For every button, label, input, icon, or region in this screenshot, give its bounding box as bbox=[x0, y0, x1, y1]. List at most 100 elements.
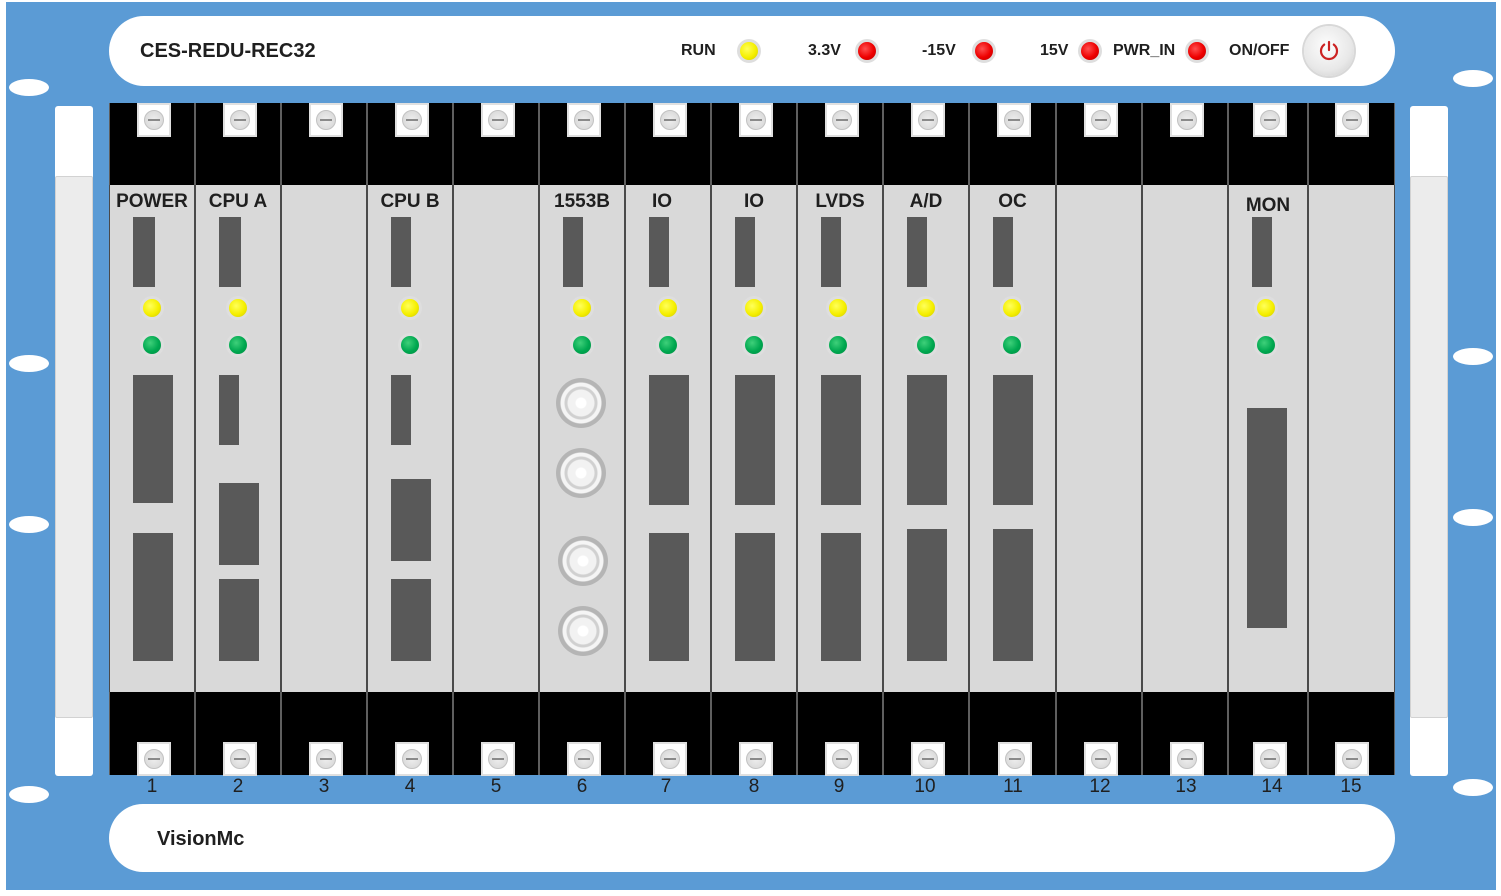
connector bbox=[993, 529, 1033, 661]
mount-hole bbox=[1453, 509, 1493, 526]
coax-connector-icon bbox=[556, 378, 606, 428]
slot-number: 11 bbox=[1003, 776, 1023, 797]
mount-hole bbox=[1453, 779, 1493, 796]
screw-icon bbox=[1253, 742, 1287, 776]
on-off-label: ON/OFF bbox=[1229, 42, 1290, 59]
slot-9-lvds[interactable]: LVDS bbox=[797, 103, 883, 776]
screw-icon bbox=[567, 103, 601, 137]
v33-led bbox=[855, 39, 879, 63]
screw-icon bbox=[309, 103, 343, 137]
slot-number: 5 bbox=[490, 776, 502, 797]
slot-6-1553b[interactable]: 1553B bbox=[539, 103, 625, 776]
status-led-green bbox=[656, 333, 680, 357]
connector bbox=[649, 375, 689, 505]
v15-label: 15V bbox=[1040, 42, 1069, 59]
screw-icon bbox=[825, 103, 859, 137]
slot-8-io[interactable]: IO bbox=[711, 103, 797, 776]
mount-hole bbox=[9, 355, 49, 372]
connector bbox=[649, 217, 669, 287]
status-led-yellow bbox=[398, 296, 422, 320]
connector bbox=[649, 533, 689, 661]
slot-13-empty[interactable] bbox=[1142, 103, 1228, 776]
power-button[interactable] bbox=[1304, 26, 1354, 76]
screw-icon bbox=[1335, 742, 1369, 776]
screw-icon bbox=[481, 103, 515, 137]
module-label: LVDS bbox=[815, 191, 865, 212]
status-led-green bbox=[1254, 333, 1278, 357]
slot-10-ad[interactable]: A/D bbox=[883, 103, 969, 776]
slot-7-io[interactable]: IO bbox=[625, 103, 711, 776]
slot-number: 12 bbox=[1089, 776, 1111, 797]
status-led-yellow bbox=[742, 296, 766, 320]
slot-number: 2 bbox=[232, 776, 244, 797]
screw-icon bbox=[137, 742, 171, 776]
vneg15-label: -15V bbox=[922, 42, 956, 59]
screw-icon bbox=[739, 742, 773, 776]
status-led-green bbox=[826, 333, 850, 357]
module-label: OC bbox=[998, 191, 1027, 212]
slot-3-empty[interactable] bbox=[281, 103, 367, 776]
slot-12-empty[interactable] bbox=[1056, 103, 1142, 776]
right-handle[interactable] bbox=[1410, 106, 1448, 776]
module-label: IO bbox=[743, 191, 765, 212]
status-led-green bbox=[398, 333, 422, 357]
screw-icon bbox=[395, 103, 429, 137]
label-panel: VisionMc bbox=[109, 804, 1395, 872]
module-label: 1553B bbox=[554, 191, 610, 212]
slot-15-empty[interactable] bbox=[1308, 103, 1395, 776]
screw-icon bbox=[653, 742, 687, 776]
status-led-green bbox=[140, 333, 164, 357]
slot-number: 3 bbox=[318, 776, 330, 797]
screw-icon bbox=[481, 742, 515, 776]
mount-hole bbox=[9, 786, 49, 803]
connector bbox=[391, 375, 411, 445]
connector bbox=[133, 375, 173, 503]
connector bbox=[133, 217, 155, 287]
module-label: IO bbox=[651, 191, 673, 212]
slot-1-power[interactable]: POWER bbox=[109, 103, 195, 776]
connector bbox=[735, 533, 775, 661]
status-led-green bbox=[914, 333, 938, 357]
run-led bbox=[737, 39, 761, 63]
connector bbox=[735, 217, 755, 287]
coax-connector-icon bbox=[558, 606, 608, 656]
status-led-yellow bbox=[826, 296, 850, 320]
left-handle[interactable] bbox=[55, 106, 93, 776]
slot-number: 14 bbox=[1261, 776, 1283, 797]
connector bbox=[907, 375, 947, 505]
screw-icon bbox=[911, 103, 945, 137]
screw-icon bbox=[1335, 103, 1369, 137]
slot-14-mon[interactable]: MON bbox=[1228, 103, 1308, 776]
mount-hole bbox=[1453, 70, 1493, 87]
power-icon bbox=[1319, 40, 1339, 61]
pwr-in-label: PWR_IN bbox=[1113, 42, 1176, 59]
status-led-yellow bbox=[914, 296, 938, 320]
pwr-in-led bbox=[1185, 39, 1209, 63]
vendor-label: VisionMc bbox=[157, 828, 245, 850]
slot-number: 9 bbox=[833, 776, 845, 797]
screw-icon bbox=[395, 742, 429, 776]
connector bbox=[391, 217, 411, 287]
mount-hole bbox=[9, 516, 49, 533]
screw-icon bbox=[1084, 742, 1118, 776]
module-label: MON bbox=[1245, 195, 1291, 216]
status-led-green bbox=[1000, 333, 1024, 357]
slot-number: 4 bbox=[404, 776, 416, 797]
slot-11-oc[interactable]: OC bbox=[969, 103, 1056, 776]
v15-led bbox=[1078, 39, 1102, 63]
screw-icon bbox=[567, 742, 601, 776]
status-led-yellow bbox=[1254, 296, 1278, 320]
run-label: RUN bbox=[681, 42, 716, 59]
connector bbox=[219, 579, 259, 661]
screw-icon bbox=[997, 103, 1031, 137]
slot-4-cpu-b[interactable]: CPU B bbox=[367, 103, 453, 776]
module-label: POWER bbox=[116, 191, 188, 212]
connector bbox=[563, 217, 583, 287]
slot-5-empty[interactable] bbox=[453, 103, 539, 776]
slot-2-cpu-a[interactable]: CPU A bbox=[195, 103, 281, 776]
device-title: CES-REDU-REC32 bbox=[140, 40, 316, 62]
screw-icon bbox=[309, 742, 343, 776]
mount-hole bbox=[1453, 348, 1493, 365]
screw-icon bbox=[653, 103, 687, 137]
status-led-yellow bbox=[1000, 296, 1024, 320]
